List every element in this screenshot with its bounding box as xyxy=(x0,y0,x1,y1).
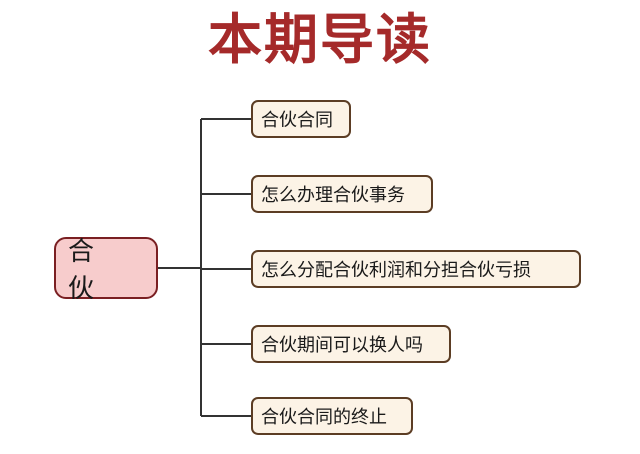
branch-node-profit-loss: 怎么分配合伙利润和分担合伙亏损 xyxy=(251,250,581,288)
branch-label: 合伙合同 xyxy=(261,110,333,131)
branch-node-partnership-contract: 合伙合同 xyxy=(251,100,351,138)
center-node: 合 伙 xyxy=(54,237,158,304)
branch-label: 怎么分配合伙利润和分担合伙亏损 xyxy=(261,260,531,281)
branch-label: 怎么办理合伙事务 xyxy=(261,185,405,206)
branch-node-partnership-affairs: 怎么办理合伙事务 xyxy=(251,175,433,213)
branch-label: 合伙期间可以换人吗 xyxy=(261,335,423,356)
branch-node-contract-termination: 合伙合同的终止 xyxy=(251,397,413,435)
center-node-label: 合 伙 xyxy=(68,237,107,304)
branch-node-change-partner: 合伙期间可以换人吗 xyxy=(251,325,451,363)
branch-label: 合伙合同的终止 xyxy=(261,407,387,428)
page-title: 本期导读 xyxy=(208,7,432,71)
